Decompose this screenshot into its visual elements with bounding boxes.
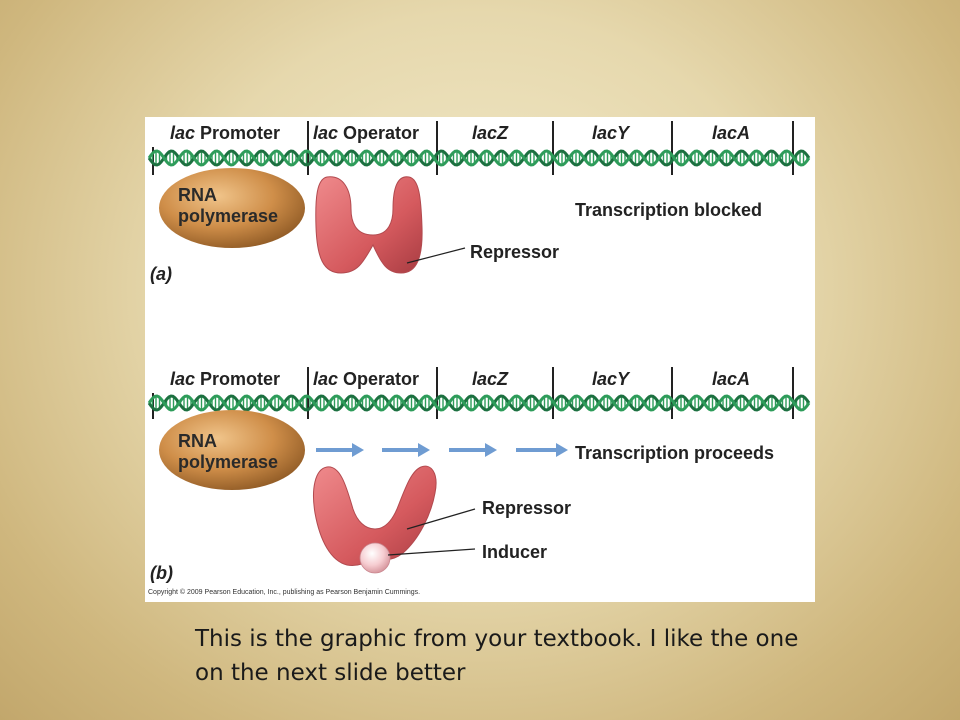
- transcription-arrow-3: [449, 443, 497, 457]
- gene-label-operator: lac Operator: [313, 369, 419, 389]
- inducer-label: Inducer: [482, 542, 547, 562]
- panel-b: lac Promoter lac Operator lacZ lacY lacA…: [147, 367, 811, 583]
- repressor-released: [313, 465, 437, 566]
- gene-labels-a: lac Promoter lac Operator lacZ lacY lacA: [170, 123, 750, 143]
- polymerase-label-line1: RNA: [178, 185, 217, 205]
- inducer-molecule: [359, 542, 391, 574]
- dna-strand: [147, 149, 811, 167]
- gene-label-promoter: lac Promoter: [170, 123, 280, 143]
- lac-operon-figure: lac Promoter lac Operator lacZ lacY lacA: [145, 117, 815, 602]
- gene-label-laca: lacA: [712, 123, 750, 143]
- transcription-arrow-1: [316, 443, 364, 457]
- polymerase-label-line2: polymerase: [178, 206, 278, 226]
- repressor-pointer-b: [406, 508, 476, 530]
- status-proceeds: Transcription proceeds: [575, 443, 774, 463]
- repressor-label-b: Repressor: [482, 498, 571, 518]
- gene-dividers-b: [152, 367, 794, 419]
- repressor-pointer-a: [406, 247, 466, 264]
- repressor-bound: [315, 176, 423, 274]
- dna-strand: [147, 394, 811, 412]
- gene-dividers-a: [152, 121, 794, 175]
- gene-label-laca: lacA: [712, 369, 750, 389]
- polymerase-label-line1: RNA: [178, 431, 217, 451]
- repressor-label-a: Repressor: [470, 242, 559, 262]
- gene-label-lacz: lacZ: [472, 123, 509, 143]
- panel-label-a: (a): [150, 264, 172, 284]
- transcription-arrow-2: [382, 443, 430, 457]
- panel-a: lac Promoter lac Operator lacZ lacY lacA: [147, 121, 811, 284]
- transcription-arrows: [316, 443, 568, 457]
- rna-polymerase-a: RNA polymerase: [159, 168, 305, 248]
- panel-label-b: (b): [150, 563, 173, 583]
- gene-label-operator: lac Operator: [313, 123, 419, 143]
- rna-polymerase-b: RNA polymerase: [159, 410, 305, 490]
- dna-helix-b: [147, 394, 811, 412]
- gene-labels-b: lac Promoter lac Operator lacZ lacY lacA: [170, 369, 750, 389]
- gene-label-lacy: lacY: [592, 123, 631, 143]
- gene-label-promoter: lac Promoter: [170, 369, 280, 389]
- inducer-pointer: [387, 548, 476, 556]
- copyright-notice: Copyright © 2009 Pearson Education, Inc.…: [148, 588, 420, 596]
- lac-operon-diagram: lac Promoter lac Operator lacZ lacY lacA: [147, 121, 811, 596]
- gene-label-lacy: lacY: [592, 369, 631, 389]
- gene-label-lacz: lacZ: [472, 369, 509, 389]
- polymerase-label-line2: polymerase: [178, 452, 278, 472]
- slide-caption: This is the graphic from your textbook. …: [195, 626, 799, 686]
- transcription-arrow-4: [516, 443, 568, 457]
- status-blocked: Transcription blocked: [575, 200, 762, 220]
- dna-helix-a: [147, 149, 811, 167]
